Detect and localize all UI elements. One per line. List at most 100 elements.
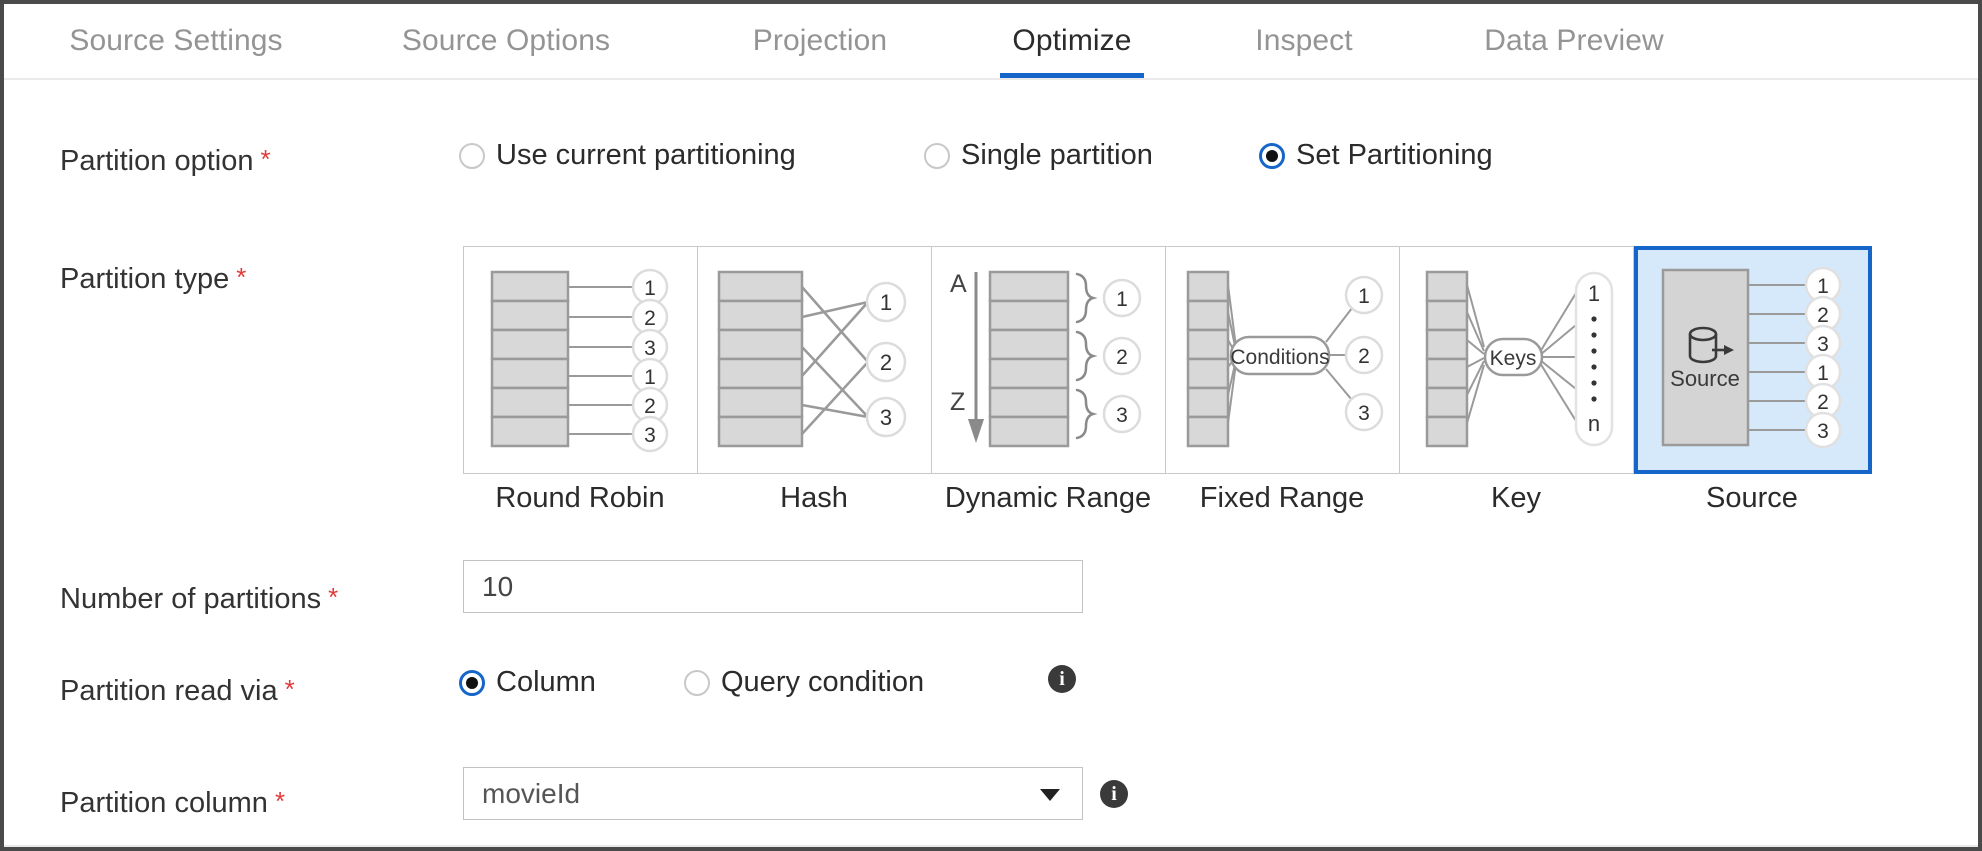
partition-column-label-text: Partition column (60, 787, 268, 819)
svg-text:1: 1 (644, 277, 656, 300)
source-diagram: Source 1 2 3 1 2 3 (1661, 266, 1842, 449)
svg-text:2: 2 (1358, 345, 1370, 368)
number-of-partitions-input[interactable]: 10 (463, 560, 1083, 613)
svg-text:2: 2 (1116, 346, 1128, 369)
partition-type-card-round-robin[interactable]: 1 2 3 1 2 3 (464, 247, 698, 473)
svg-text:3: 3 (1817, 333, 1829, 356)
partition-option-radio-single-partition[interactable]: Single partition (924, 139, 1153, 172)
partition-option-radio-set-partitioning[interactable]: Set Partitioning (1259, 139, 1493, 172)
required-asterisk: * (236, 262, 247, 292)
svg-text:1: 1 (1358, 285, 1370, 308)
radio-label: Column (496, 666, 596, 698)
partition-type-label: Partition type* (60, 262, 246, 296)
key-diagram: Keys 1 n (1425, 270, 1614, 448)
svg-text:Keys: Keys (1490, 347, 1537, 370)
svg-text:1: 1 (1588, 281, 1600, 306)
tab-projection[interactable]: Projection (744, 4, 896, 78)
svg-text:Z: Z (950, 388, 965, 416)
tab-label: Data Preview (1484, 24, 1664, 57)
svg-text:1: 1 (1817, 362, 1829, 385)
partition-read-via-radio-query-condition[interactable]: Query condition (684, 666, 924, 699)
svg-text:1: 1 (1116, 288, 1128, 311)
partition-column-select[interactable]: movieId (463, 767, 1083, 820)
chevron-down-icon (1040, 788, 1060, 801)
partition-type-card-fixed-range[interactable]: Conditions 1 2 3 (1166, 247, 1400, 473)
partition-type-label-text: Partition type (60, 263, 230, 295)
tab-active-underline (1000, 73, 1144, 78)
radio-unchecked-icon (924, 142, 950, 169)
partition-column-value: movieId (482, 777, 581, 809)
required-asterisk: * (284, 674, 295, 704)
partition-type-card-key[interactable]: Keys 1 n (1400, 247, 1634, 473)
partition-read-via-label-text: Partition read via (60, 675, 278, 707)
partition-option-label-text: Partition option (60, 145, 254, 177)
tab-label: Projection (752, 24, 888, 57)
tab-label: Source Options (401, 24, 611, 57)
partition-option-label: Partition option* (60, 144, 271, 178)
required-asterisk: * (260, 144, 271, 174)
partition-type-caption-dynamic-range: Dynamic Range (944, 482, 1152, 514)
number-of-partitions-label-text: Number of partitions (60, 583, 322, 615)
partition-type-card-source[interactable]: Source 1 2 3 1 2 3 (1634, 246, 1872, 474)
svg-text:1: 1 (880, 290, 892, 315)
tab-data-preview[interactable]: Data Preview (1474, 4, 1674, 78)
radio-checked-icon (459, 669, 485, 696)
partition-read-via-radio-column[interactable]: Column (459, 666, 596, 699)
partition-type-card-dynamic-range[interactable]: A Z (932, 247, 1166, 473)
partition-type-caption-round-robin: Round Robin (495, 482, 665, 514)
svg-text:2: 2 (644, 307, 656, 330)
tab-source-options[interactable]: Source Options (394, 4, 618, 78)
partition-type-caption-key: Key (1491, 482, 1541, 514)
radio-label: Query condition (721, 666, 925, 698)
number-of-partitions-value: 10 (482, 570, 514, 602)
svg-text:1: 1 (1817, 275, 1829, 298)
svg-text:1: 1 (644, 366, 656, 389)
partition-type-card-row: 1 2 3 1 2 3 (463, 246, 1872, 474)
radio-checked-icon (1259, 142, 1285, 169)
partition-option-radio-use-current-partitioning[interactable]: Use current partitioning (459, 139, 796, 172)
radio-label: Use current partitioning (496, 139, 796, 171)
optimize-panel: Source Settings Source Options Projection O… (4, 4, 1978, 847)
radio-unchecked-icon (684, 669, 710, 696)
svg-text:Conditions: Conditions (1230, 346, 1329, 369)
fixed-range-diagram: Conditions 1 2 3 (1186, 270, 1384, 448)
partition-type-caption-hash: Hash (780, 482, 848, 514)
tab-label: Optimize (1012, 24, 1132, 57)
radio-unchecked-icon (459, 142, 485, 169)
required-asterisk: * (274, 786, 286, 816)
tab-inspect[interactable]: Inspect (1246, 4, 1362, 78)
partition-type-caption-fixed-range: Fixed Range (1199, 482, 1365, 514)
svg-text:3: 3 (1116, 404, 1128, 427)
partition-type-caption-source: Source (1706, 482, 1798, 514)
partition-column-label: Partition column* (60, 786, 285, 820)
partition-read-via-label: Partition read via* (60, 674, 295, 708)
round-robin-diagram: 1 2 3 1 2 3 (490, 268, 669, 453)
radio-label: Set Partitioning (1296, 139, 1493, 171)
dynamic-range-diagram: A Z (950, 270, 1142, 448)
tab-optimize[interactable]: Optimize (992, 4, 1152, 78)
number-of-partitions-label: Number of partitions* (60, 582, 338, 616)
svg-text:3: 3 (1358, 402, 1370, 425)
svg-text:3: 3 (644, 337, 656, 360)
tab-label: Inspect (1255, 24, 1353, 57)
partition-read-via-info-icon[interactable]: i (1048, 665, 1076, 693)
required-asterisk: * (328, 582, 339, 612)
partition-type-caption-row: Round Robin Hash Dynamic Range Fixed Range K… (463, 482, 1871, 526)
tab-source-settings[interactable]: Source Settings (60, 4, 292, 78)
svg-text:2: 2 (1817, 304, 1829, 327)
partition-column-info-icon[interactable]: i (1100, 780, 1128, 808)
radio-label: Single partition (961, 139, 1153, 171)
svg-text:3: 3 (880, 405, 892, 430)
svg-text:2: 2 (644, 395, 656, 418)
svg-text:2: 2 (1817, 391, 1829, 414)
tab-label: Source Settings (69, 24, 283, 57)
svg-text:n: n (1588, 411, 1600, 436)
svg-text:3: 3 (1817, 420, 1829, 443)
tab-strip: Source Settings Source Options Projection O… (4, 4, 1978, 80)
svg-text:3: 3 (644, 424, 656, 447)
svg-text:Source: Source (1670, 366, 1740, 391)
svg-text:2: 2 (880, 350, 892, 375)
partition-type-card-hash[interactable]: 1 2 3 (698, 247, 932, 473)
bottom-divider (4, 845, 1978, 847)
hash-diagram: 1 2 3 (717, 270, 907, 448)
